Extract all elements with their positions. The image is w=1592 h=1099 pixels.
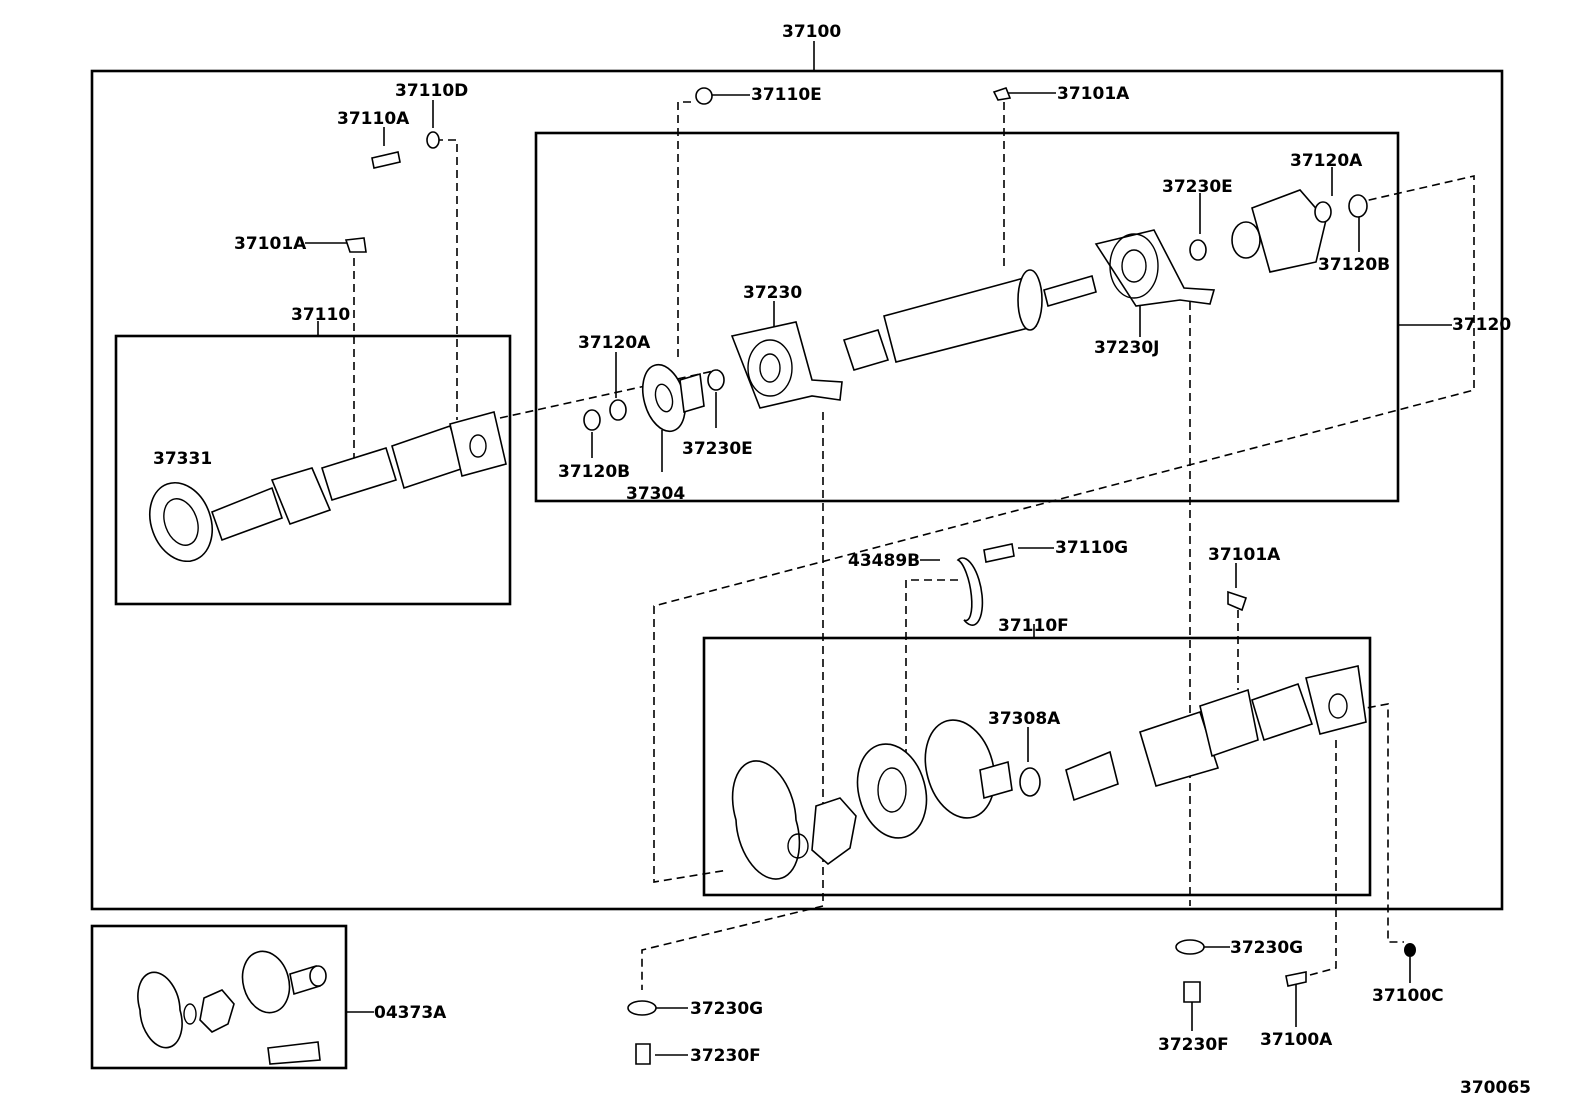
label-shaft-37120: 37120 (1452, 315, 1511, 335)
label-clip-37101a-top: 37101A (1057, 84, 1130, 104)
label-kit-04373a: 04373A (374, 1003, 447, 1023)
label-shaft-37110: 37110 (291, 305, 350, 325)
label-washer-37120a-right: 37120A (1290, 151, 1363, 171)
label-nut-37120b-right: 37120B (1318, 255, 1390, 275)
label-bolt-37110g: 37110G (1055, 538, 1128, 558)
label-bolt-37230f-left: 37230F (690, 1046, 761, 1066)
label-washer-37230g-left: 37230G (690, 999, 763, 1019)
rear-propeller-shaft (731, 665, 1367, 880)
label-clip-37101a-left: 37101A (234, 234, 307, 254)
label-bearing-37230: 37230 (743, 283, 802, 303)
label-bolt-37100a: 37100A (1260, 1030, 1333, 1050)
front-shaft-frame (114, 334, 512, 606)
label-shaft-37110f: 37110F (998, 616, 1069, 636)
label-flange-37304: 37304 (626, 484, 685, 504)
rear-shaft-frame (702, 636, 1372, 897)
label-ring-37308a: 37308A (988, 709, 1061, 729)
label-washer-37230e-right: 37230E (1162, 177, 1233, 197)
label-nut-37120b-left: 37120B (558, 462, 630, 482)
leader-lines (305, 41, 1452, 1056)
label-seal-37331: 37331 (153, 449, 212, 469)
label-assembly: 37100 (782, 22, 841, 42)
part-labels: 37100 37110D 37110A 37101A 37110 37331 3… (153, 22, 1531, 1098)
repair-kit-parts (137, 950, 327, 1065)
assembly-frame (90, 69, 1504, 911)
repair-kit-frame (90, 924, 348, 1070)
hardware-parts (344, 87, 1416, 1065)
front-propeller-shaft (149, 411, 507, 563)
center-shaft-frame (534, 131, 1400, 503)
dashed-connection-lines (353, 101, 1475, 990)
label-nut-37100c: 37100C (1372, 986, 1444, 1006)
seal-ring (149, 481, 213, 563)
label-figure-code: 370065 (1460, 1078, 1531, 1098)
center-propeller-shaft (609, 189, 1368, 433)
label-clip-37101a-mid: 37101A (1208, 545, 1281, 565)
label-plate-43489b: 43489B (848, 551, 920, 571)
label-bolt-37110a: 37110A (337, 109, 410, 129)
label-washer-37120a-left: 37120A (578, 333, 651, 353)
label-washer-37230g-right: 37230G (1230, 938, 1303, 958)
label-nut-37110e: 37110E (751, 85, 822, 105)
label-bolt-37230f-right: 37230F (1158, 1035, 1229, 1055)
label-washer-37230e-left: 37230E (682, 439, 753, 459)
bearing-37230j (1094, 229, 1216, 307)
label-bearing-37230j: 37230J (1094, 338, 1159, 358)
label-bolt-37110d: 37110D (395, 81, 468, 101)
